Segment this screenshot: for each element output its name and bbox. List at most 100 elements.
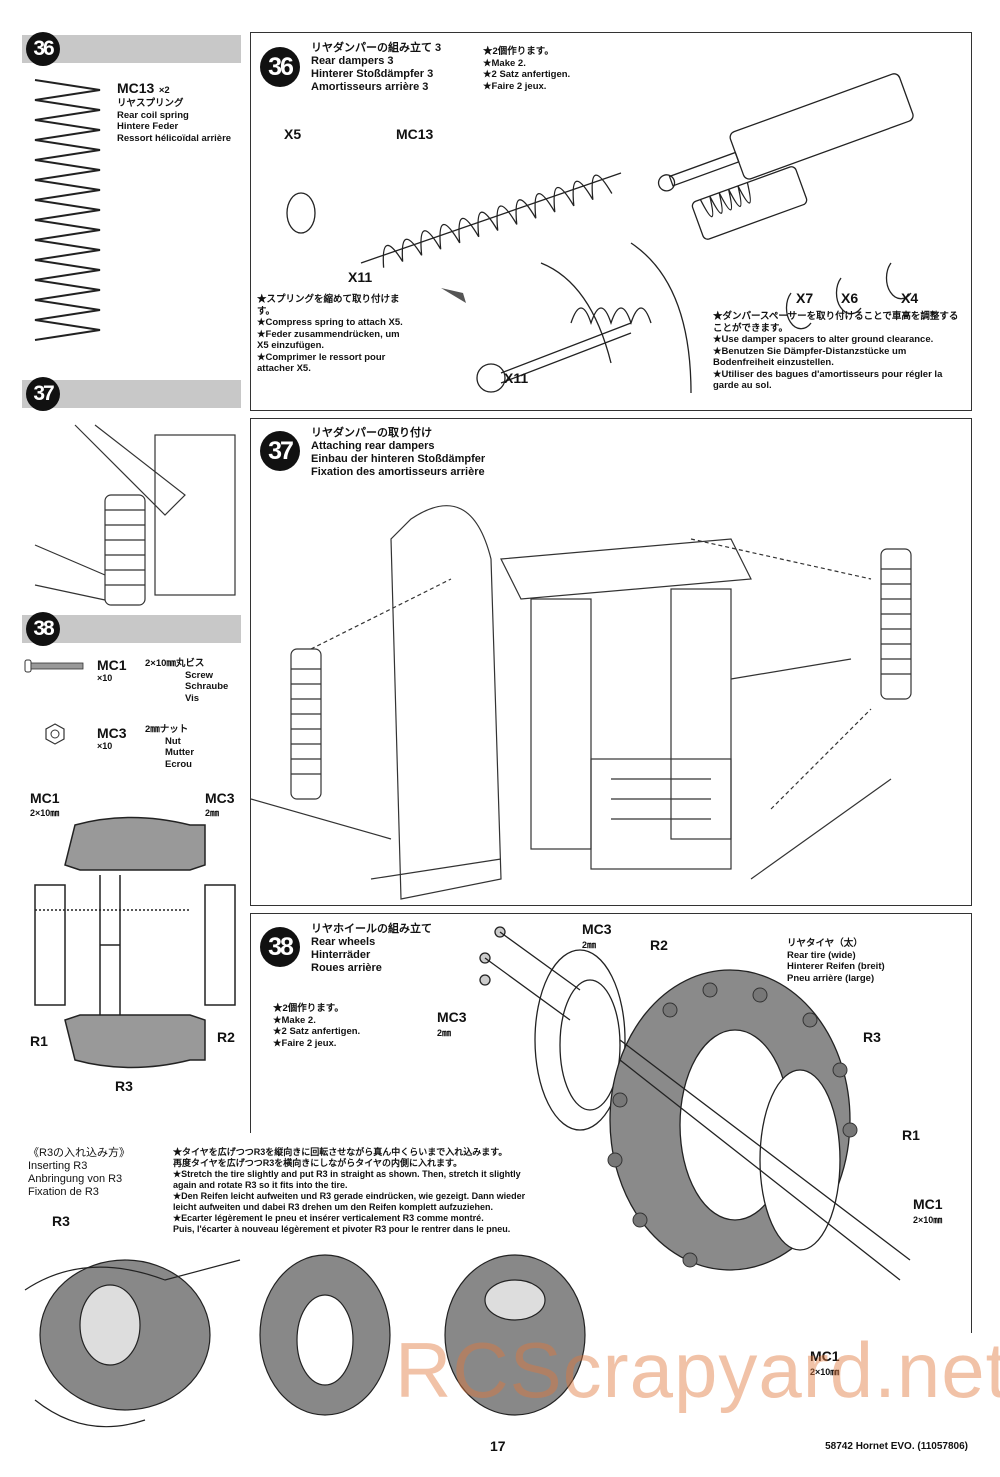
make-note: ★2個作ります。★Make 2.★2 Satz anfertigen.★Fair… bbox=[273, 1003, 360, 1049]
step-36-header: 36 bbox=[22, 32, 241, 66]
note-line: 再度タイヤを広げつつR3を横向きにしながらタイヤの内側に入れます。 bbox=[173, 1158, 463, 1168]
step-number: 36 bbox=[260, 47, 300, 87]
title-en: Inserting R3 bbox=[28, 1160, 88, 1172]
label-r3: R3 bbox=[863, 1029, 881, 1045]
insert-r3-instructions: ★タイヤを広げつつR3を縦向きに回転させながら真ん中くらいまで入れ込みます。再度… bbox=[173, 1147, 525, 1235]
step-number: 38 bbox=[260, 927, 300, 967]
note-line: Puis, l'écarter à nouveau légèrement et … bbox=[173, 1224, 511, 1234]
part-id: MC1 bbox=[97, 657, 127, 673]
note-line: ★Compress spring to attach X5. bbox=[257, 317, 403, 328]
panel-border bbox=[971, 913, 972, 1333]
label-x11: X11 bbox=[348, 269, 373, 285]
part-qty: ×10 bbox=[97, 741, 113, 751]
step-37-panel: 37 リヤダンパーの取り付け Attaching rear dampers Ei… bbox=[250, 418, 972, 906]
label-mc1-size: 2×10㎜ bbox=[810, 1367, 840, 1377]
part-info-mc3: MC3 ×10 bbox=[97, 725, 127, 751]
label-mc1: MC1 bbox=[913, 1196, 943, 1212]
label-x7: X7 bbox=[796, 290, 814, 306]
part-desc-mc3: 2㎜ナット Nut Mutter Ecrou bbox=[145, 724, 194, 770]
title-jp: リヤホイールの組み立て bbox=[311, 923, 432, 935]
title-en: Rear dampers 3 bbox=[311, 55, 394, 67]
part-qty: ×2 bbox=[158, 85, 170, 96]
screw-icon bbox=[24, 659, 84, 673]
step-number: 37 bbox=[260, 431, 300, 471]
note-line: ★スプリングを縮めて取り付けます。 bbox=[257, 294, 400, 317]
title-fr: Amortisseurs arrière 3 bbox=[311, 81, 429, 93]
note-line: again and rotate R3 so it fits into the … bbox=[173, 1180, 348, 1190]
note-line: ★2個作ります。 bbox=[483, 46, 554, 57]
part-info-mc13: MC13 ×2 リヤスプリング Rear coil spring Hintere… bbox=[117, 80, 231, 144]
part-en: Screw bbox=[185, 669, 213, 681]
tire-en: Rear tire (wide) bbox=[787, 949, 856, 961]
compress-note: ★スプリングを縮めて取り付けます。★Compress spring to att… bbox=[257, 294, 407, 375]
label-r1: R1 bbox=[902, 1127, 920, 1143]
coil-spring-illustration bbox=[34, 79, 101, 341]
label-mc1-size: 2×10㎜ bbox=[913, 1215, 943, 1225]
damper-assembly-illustration bbox=[286, 73, 914, 394]
wheel-cross-section-illustration bbox=[34, 816, 236, 1069]
title-jp: リヤダンパーの組み立て 3 bbox=[311, 42, 442, 54]
spacer-note: ★ダンパースペーサーを取り付けることで車高を調整することができます。★Use d… bbox=[713, 311, 963, 392]
note-line: ★2 Satz anfertigen. bbox=[483, 69, 571, 80]
note-line: ★Comprimer le ressort pour attacher X5. bbox=[257, 351, 386, 375]
note-line: ★ダンパースペーサーを取り付けることで車高を調整することができます。 bbox=[713, 311, 959, 334]
step-number: 37 bbox=[26, 377, 60, 411]
watermark: RCScrapyard.net bbox=[395, 1326, 1000, 1414]
note-line: ★Use damper spacers to alter ground clea… bbox=[713, 334, 934, 345]
label-x5: X5 bbox=[284, 126, 302, 142]
label-mc3: MC3 bbox=[582, 921, 612, 937]
label-mc1: MC1 bbox=[30, 790, 60, 806]
rear-wheel-exploded-illustration bbox=[479, 926, 911, 1281]
part-fr: Vis bbox=[185, 692, 200, 704]
part-id: MC3 bbox=[97, 725, 127, 741]
step-number: 36 bbox=[26, 32, 60, 66]
note-line: ★Make 2. bbox=[273, 1014, 316, 1026]
label-mc13: MC13 bbox=[396, 126, 434, 142]
damper-mount-detail-illustration bbox=[34, 424, 236, 606]
title-de: Hinterer Stoßdämpfer 3 bbox=[311, 68, 434, 80]
part-id: MC13 bbox=[117, 80, 155, 96]
label-mc1-size: 2×10㎜ bbox=[30, 808, 60, 818]
label-x4: X4 bbox=[901, 290, 919, 306]
label-mc3-size: 2㎜ bbox=[582, 940, 597, 950]
note-line: ★Utiliser des bagues d'amortisseurs pour… bbox=[713, 368, 943, 392]
part-jp: 2×10㎜丸ビス bbox=[145, 658, 205, 669]
step-38-panel: 38 リヤホイールの組み立て Rear wheels Hinterräder R… bbox=[250, 913, 972, 1133]
tire-fr: Pneu arrière (large) bbox=[787, 972, 875, 984]
page-number: 17 bbox=[490, 1438, 506, 1454]
step-37-header: 37 bbox=[22, 377, 241, 411]
note-line: ★2 Satz anfertigen. bbox=[273, 1026, 361, 1037]
chassis-damper-illustration bbox=[250, 505, 912, 900]
title-de: Anbringung von R3 bbox=[28, 1173, 123, 1185]
title-fr: Fixation de R3 bbox=[28, 1186, 99, 1198]
label-r2: R2 bbox=[650, 937, 668, 953]
inserting-r3-illustration bbox=[24, 1254, 586, 1428]
step-title: リヤダンパーの組み立て 3 Rear dampers 3 Hinterer St… bbox=[311, 42, 441, 94]
title-jp: 《R3の入れ込み方》 bbox=[28, 1147, 131, 1159]
part-en: Rear coil spring bbox=[117, 109, 189, 121]
part-qty: ×10 bbox=[97, 673, 113, 683]
step-38-header: 38 bbox=[22, 612, 241, 646]
label-r3: R3 bbox=[115, 1078, 133, 1094]
part-jp: リヤスプリング bbox=[117, 98, 184, 109]
tire-de: Hinterer Reifen (breit) bbox=[787, 961, 885, 972]
label-mc3-size: 2㎜ bbox=[205, 808, 220, 818]
label-r2: R2 bbox=[217, 1029, 235, 1045]
label-mc3-size: 2㎜ bbox=[437, 1028, 452, 1038]
step-title: リヤダンパーの取り付け Attaching rear dampers Einba… bbox=[311, 427, 485, 479]
part-desc-mc1: 2×10㎜丸ビス Screw Schraube Vis bbox=[145, 658, 228, 704]
tire-jp: リヤタイヤ（太） bbox=[787, 938, 863, 949]
note-line: ★2個作ります。 bbox=[273, 1003, 344, 1014]
make-note: ★2個作ります。★Make 2.★2 Satz anfertigen.★Fair… bbox=[483, 46, 570, 92]
label-x11: X11 bbox=[504, 370, 529, 386]
label-r3: R3 bbox=[52, 1213, 70, 1229]
label-mc3: MC3 bbox=[437, 1009, 467, 1025]
label-mc1: MC1 bbox=[810, 1348, 840, 1364]
note-line: ★タイヤを広げつつR3を縦向きに回転させながら真ん中くらいまで入れ込みます。 bbox=[173, 1147, 508, 1157]
part-info-mc1: MC1 ×10 bbox=[97, 657, 127, 683]
note-line: ★Faire 2 jeux. bbox=[273, 1037, 337, 1049]
title-de: Einbau der hinteren Stoßdämpfer bbox=[311, 453, 486, 465]
note-line: ★Stretch the tire slightly and put R3 in… bbox=[173, 1169, 521, 1179]
note-line: ★Benutzen Sie Dämpfer-Distanzstücke um B… bbox=[713, 345, 907, 369]
part-de: Schraube bbox=[185, 681, 229, 692]
